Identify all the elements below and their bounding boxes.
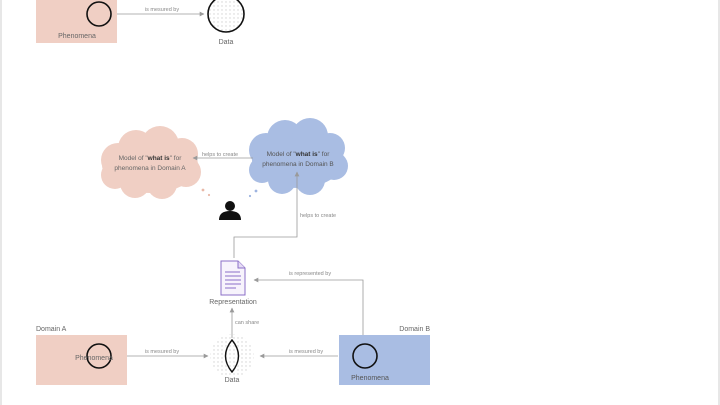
bottom-data-label: Data xyxy=(225,377,240,384)
domain-b-phenomena-label: Phenomena xyxy=(351,375,389,382)
edge-rep-to-cloud-b xyxy=(233,171,300,258)
edge-cloud-b-to-a-label: helps to create xyxy=(202,152,238,158)
domain-b-phenomena-node[interactable]: Phenomena xyxy=(339,335,430,385)
domain-a-phenomena-node[interactable]: Phenomena xyxy=(36,335,127,385)
cloud-b-shape xyxy=(249,118,348,195)
domain-a-label: Domain A xyxy=(36,326,67,333)
top-phenomena-box xyxy=(36,0,117,43)
right-frame-border xyxy=(718,0,720,405)
bottom-data-node[interactable]: Data xyxy=(210,334,254,384)
cloud-domain-a[interactable]: Model of "what is" for phenomena in Doma… xyxy=(101,126,201,199)
top-phenomena-circle xyxy=(86,1,112,27)
edge-domain-b-to-rep-label: is represented by xyxy=(289,271,331,277)
domain-a-phenomena-circle xyxy=(86,343,112,369)
thought-dot-a-1 xyxy=(201,188,205,192)
edge-domain-b-to-rep xyxy=(253,277,364,336)
cloud-domain-b[interactable]: Model of "what is" for phenomena in Doma… xyxy=(249,118,348,195)
cloud-a-shape xyxy=(101,126,201,199)
top-data-circle xyxy=(207,0,245,33)
edge-domain-b-to-data-label: is mesured by xyxy=(289,349,323,355)
thought-dot-b-2 xyxy=(248,194,252,198)
domain-b-phenomena-circle xyxy=(352,343,378,369)
cloud-b-line1: Model of "what is" for xyxy=(267,151,331,158)
representation-label: Representation xyxy=(209,299,257,306)
top-data-node[interactable]: Data xyxy=(207,0,245,46)
document-icon-fold xyxy=(237,261,245,269)
top-phenomena-label: Phenomena xyxy=(58,33,96,40)
top-edge-label: is mesured by xyxy=(145,7,179,13)
edge-rep-to-cloud-b-label: helps to create xyxy=(300,213,336,219)
thought-dot-b-1 xyxy=(254,189,258,193)
thought-dot-a-2 xyxy=(207,193,211,197)
cloud-a-line2: phenomena in Domain A xyxy=(114,165,186,172)
domain-a-phenomena-label: Phenomena xyxy=(75,355,113,362)
domain-b-label: Domain B xyxy=(399,326,430,333)
edge-data-to-rep-label: can share xyxy=(235,320,259,326)
top-data-label: Data xyxy=(219,39,234,46)
cloud-a-line1: Model of "what is" for xyxy=(119,155,183,162)
document-icon[interactable] xyxy=(220,260,246,296)
top-phenomena-node[interactable]: Phenomena xyxy=(36,0,117,43)
person-icon xyxy=(219,201,241,220)
document-icon-body xyxy=(220,260,246,296)
edge-domain-a-to-data-label: is mesured by xyxy=(145,349,179,355)
cloud-b-line2: phenomena in Domain B xyxy=(262,161,334,168)
left-frame-border xyxy=(0,0,2,405)
domain-a-phenomena-box xyxy=(36,335,127,385)
bottom-data-lens xyxy=(224,338,240,374)
bottom-data-circle xyxy=(210,334,254,378)
